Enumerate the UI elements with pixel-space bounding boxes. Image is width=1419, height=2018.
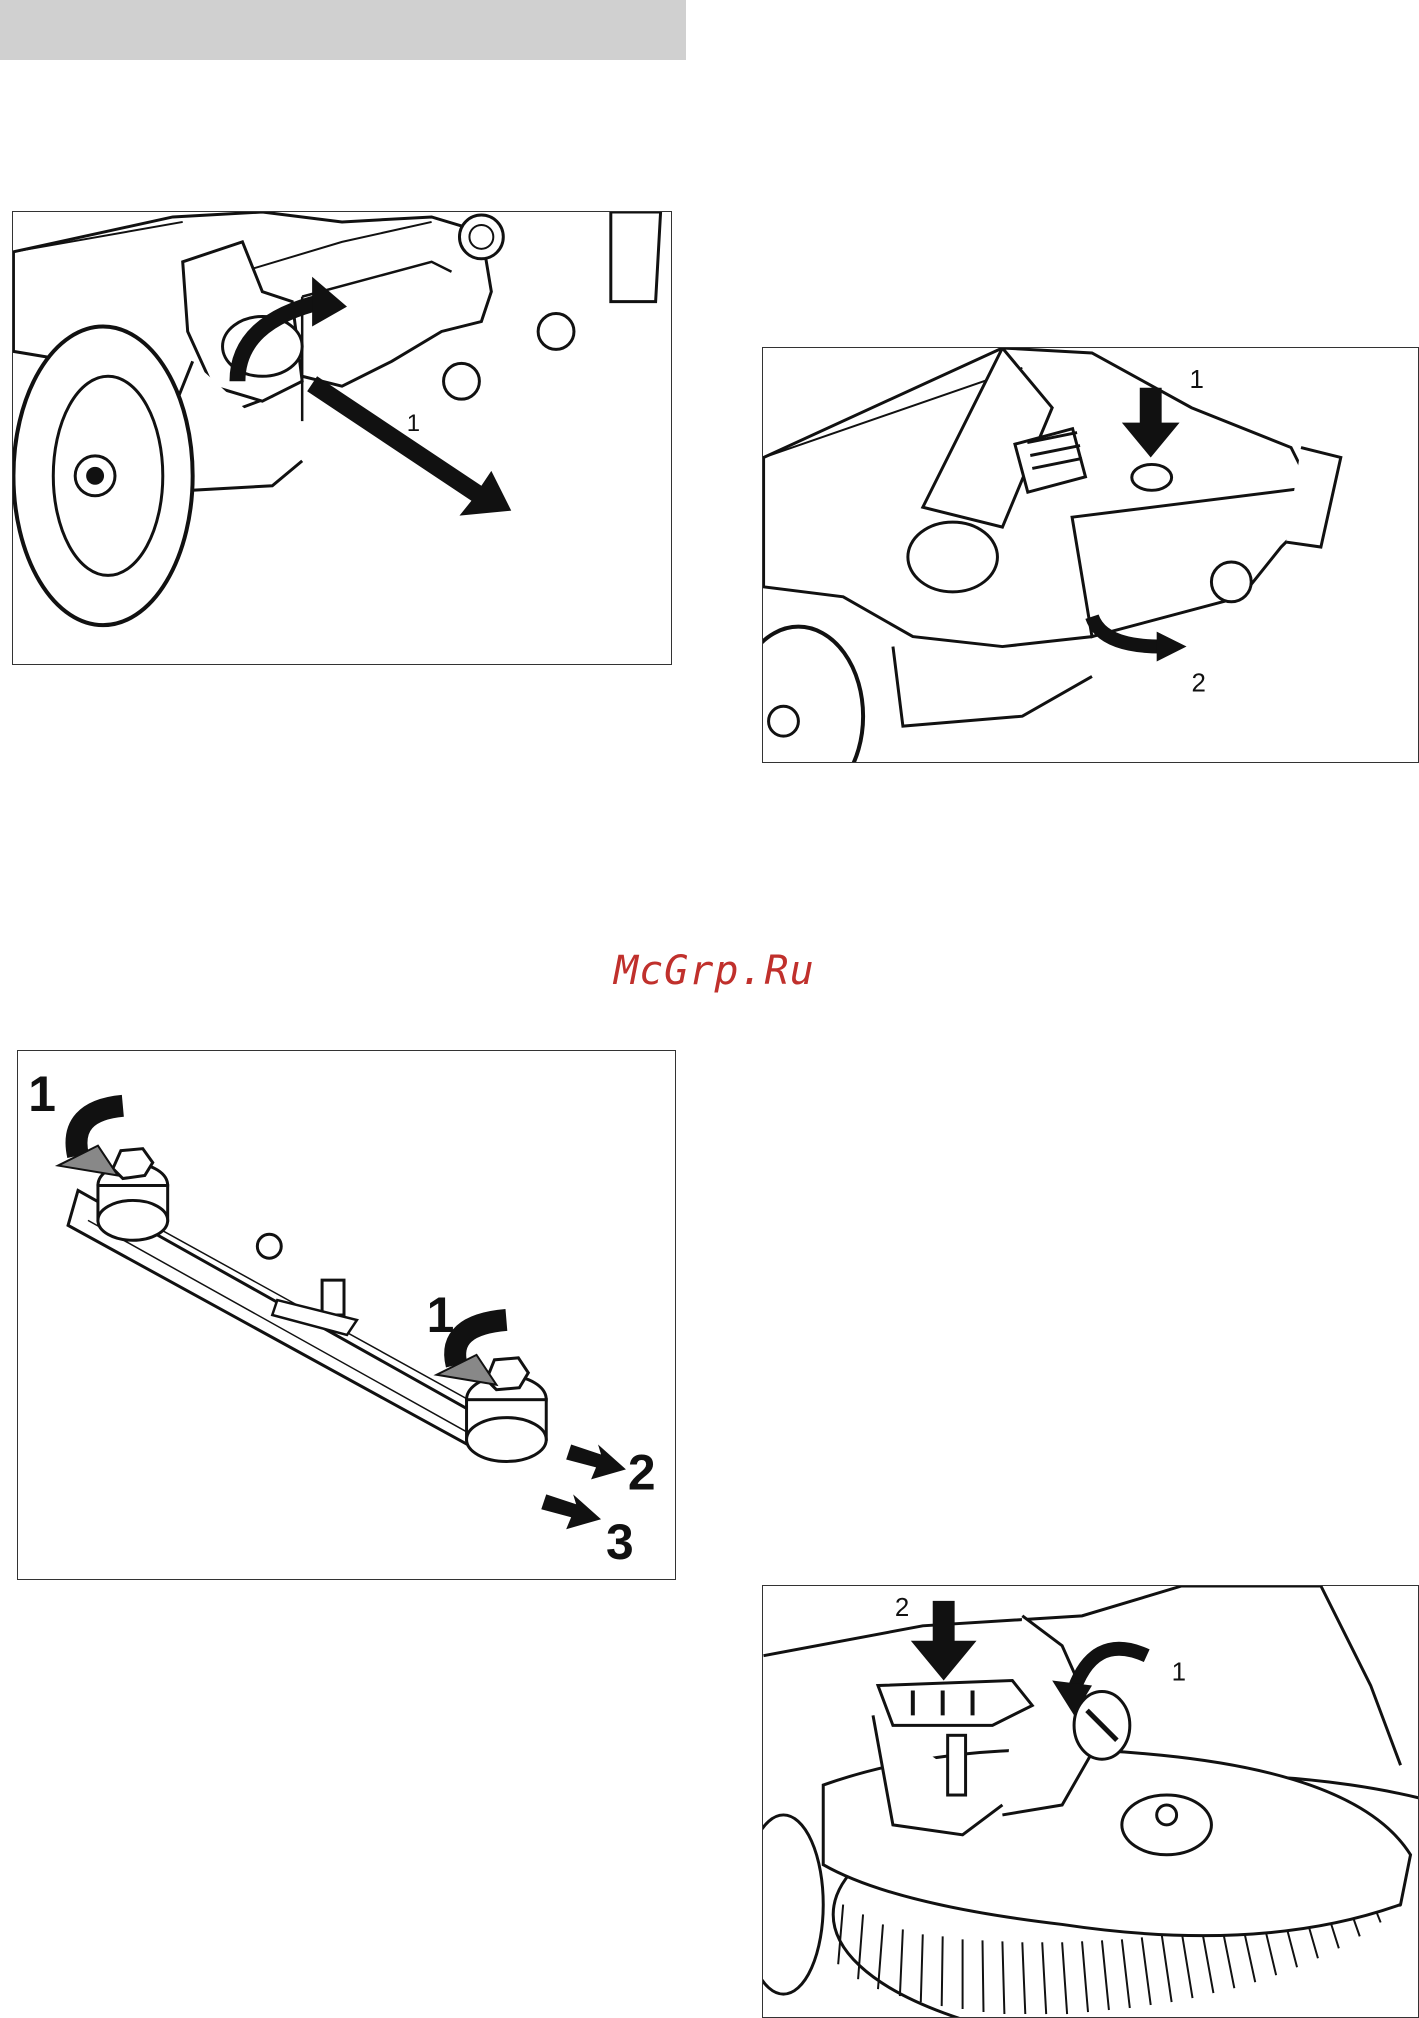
svg-text:1: 1 — [28, 1066, 56, 1122]
squeegee-lever-illustration: 1 — [13, 212, 671, 664]
latch-release-illustration: 1 2 — [763, 348, 1418, 762]
svg-text:2: 2 — [1192, 669, 1206, 697]
brush-release-illustration: 2 1 — [763, 1586, 1418, 2017]
svg-text:2: 2 — [895, 1594, 909, 1622]
figure-squeegee-removal: 1 1 2 3 — [17, 1050, 676, 1580]
svg-text:3: 3 — [606, 1514, 634, 1570]
svg-text:1: 1 — [1172, 1659, 1186, 1687]
squeegee-removal-illustration: 1 1 2 3 — [18, 1051, 675, 1579]
figure-brush-release: 2 1 — [762, 1585, 1419, 2018]
svg-text:2: 2 — [628, 1444, 656, 1500]
figure-squeegee-lever: 1 — [12, 211, 672, 665]
watermark: McGrp.Ru — [614, 948, 815, 994]
svg-text:1: 1 — [407, 410, 420, 437]
svg-text:1: 1 — [1190, 366, 1204, 394]
figure-latch-release: 1 2 — [762, 347, 1419, 763]
section-header-bar — [0, 0, 686, 60]
svg-text:1: 1 — [427, 1287, 455, 1343]
